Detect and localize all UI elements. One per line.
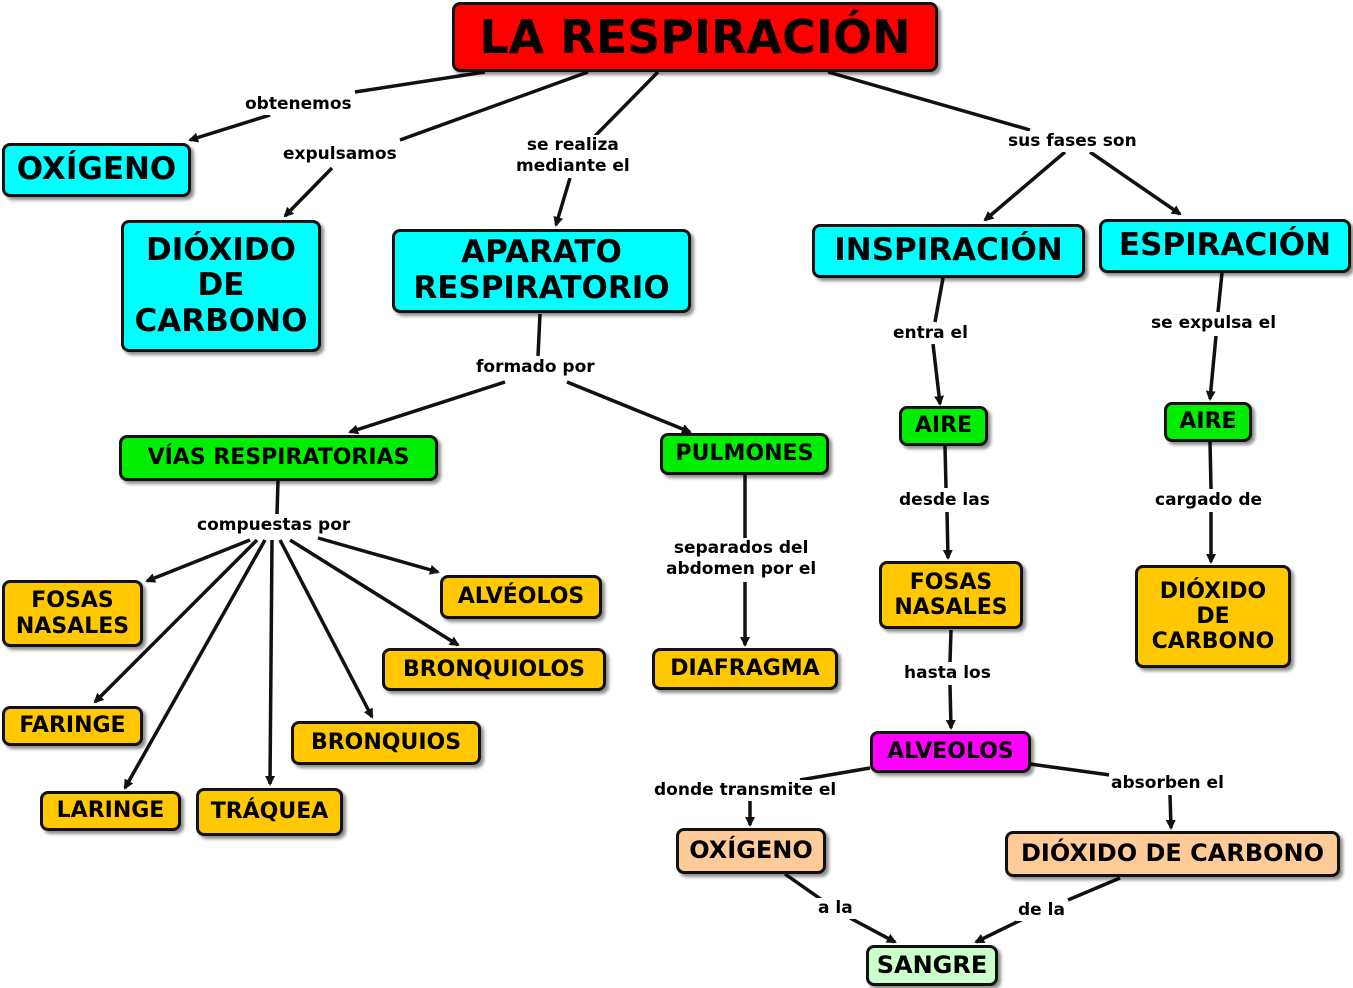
node-aire-espiracion: AIRE (1164, 402, 1252, 442)
link-sus-fases: sus fases son (1006, 131, 1139, 153)
link-expulsamos: expulsamos (281, 144, 399, 166)
connector-arrow (145, 538, 251, 583)
node-dioxido-espiracion: DIÓXIDO DE CARBONO (1135, 565, 1291, 668)
connector-arrow (348, 380, 506, 435)
link-se-expulsa: se expulsa el (1149, 313, 1279, 335)
connector-arrow (1165, 794, 1176, 830)
link-obtenemos: obtenemos (243, 94, 354, 116)
link-donde-transmite: donde transmite el (652, 780, 839, 802)
connector-arrow (942, 511, 953, 560)
node-dioxido-carbono: DIÓXIDO DE CARBONO (121, 220, 321, 352)
node-aparato-respiratorio: APARATO RESPIRATORIO (392, 229, 691, 313)
node-pulmones: PULMONES (660, 433, 829, 475)
connector-line (1029, 762, 1111, 777)
link-absorben-el: absorben el (1109, 773, 1226, 795)
connector-line (827, 70, 1031, 132)
connector-line (783, 872, 824, 902)
connector-arrow (945, 684, 956, 730)
connector-arrow (849, 916, 897, 944)
node-traquea: TRÁQUEA (196, 788, 343, 836)
link-hasta-los: hasta los (902, 663, 993, 685)
connector-line (948, 629, 953, 663)
node-alveolos: ALVEOLOS (870, 731, 1031, 773)
node-oxigeno-sangre: OXÍGENO (676, 828, 826, 874)
node-inspiracion: INSPIRACIÓN (812, 224, 1085, 278)
node-diafragma: DIAFRAGMA (652, 648, 838, 690)
connector-arrow (566, 380, 692, 434)
connector-arrow (265, 539, 276, 786)
connector-arrow (123, 539, 267, 790)
connector-arrow (974, 916, 1026, 944)
connector-line (1208, 440, 1213, 490)
connector-line (933, 277, 945, 323)
node-oxigeno: OXÍGENO (2, 143, 191, 197)
link-cargado-de: cargado de (1153, 490, 1265, 512)
connector-arrow (1205, 335, 1218, 401)
connector-arrow (317, 536, 440, 575)
node-faringe: FARINGE (2, 706, 143, 746)
node-bronquios: BRONQUIOS (291, 721, 481, 765)
connector-line (354, 70, 486, 94)
link-separados: separados del abdomen por el (664, 538, 819, 581)
link-se-realiza: se realiza mediante el (514, 135, 632, 178)
connector-line (799, 766, 871, 782)
node-bronquiolos: BRONQUIOLOS (382, 648, 606, 691)
connector-arrow (553, 177, 572, 227)
link-desde-las: desde las (897, 490, 992, 512)
node-fosas-nasales-inspiracion: FOSAS NASALES (879, 561, 1023, 629)
connector-line (536, 313, 542, 357)
connector-arrow (188, 113, 271, 143)
connector-line (1216, 272, 1224, 313)
node-espiracion: ESPIRACIÓN (1099, 219, 1351, 273)
connector-line (943, 445, 948, 489)
connector-arrow (983, 150, 1067, 222)
node-fosas-nasales: FOSAS NASALES (2, 580, 143, 647)
connector-line (593, 70, 660, 138)
link-formado-por: formado por (474, 357, 597, 379)
node-laringe: LARINGE (40, 791, 181, 831)
connector-arrow (931, 343, 945, 406)
link-entra-el: entra el (891, 323, 970, 345)
connector-arrow (93, 538, 259, 704)
node-alveolos-vias: ALVÉOLOS (440, 575, 602, 619)
connector-line (399, 70, 589, 142)
connector-arrow (289, 538, 460, 647)
connector-arrow (1089, 150, 1182, 216)
node-vias-respiratorias: VÍAS RESPIRATORIAS (119, 435, 438, 481)
connector-line (1067, 876, 1121, 902)
link-de-la: de la (1016, 900, 1067, 922)
node-dioxido-sangre: DIÓXIDO DE CARBONO (1005, 831, 1340, 877)
connector-arrow (278, 539, 374, 719)
link-compuestas-por: compuestas por (195, 515, 353, 537)
node-sangre: SANGRE (866, 945, 998, 986)
connector-line (275, 480, 280, 515)
link-a-la: a la (816, 898, 855, 920)
connector-arrow (283, 166, 334, 218)
title-node: LA RESPIRACIÓN (452, 2, 938, 72)
node-aire-inspiracion: AIRE (899, 406, 988, 446)
